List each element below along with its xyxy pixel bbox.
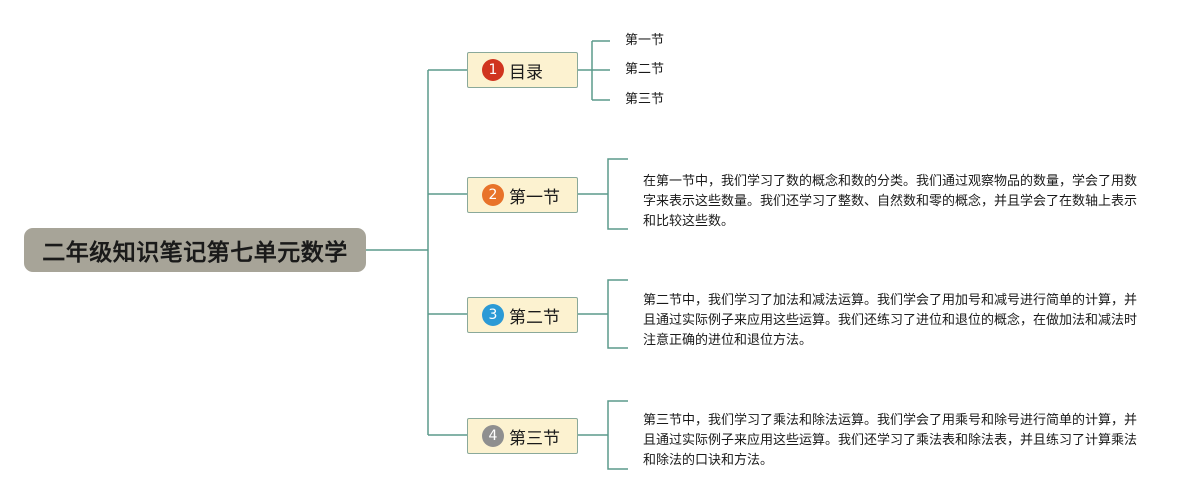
subtopic-section-1[interactable]: 第一节 (625, 33, 665, 48)
root-topic[interactable]: 二年级知识笔记第七单元数学 (24, 228, 366, 272)
topic-label: 目录 (509, 62, 543, 83)
topic-label: 第一节 (509, 187, 560, 208)
note-bracket-2 (607, 158, 628, 230)
subtopic-section-3[interactable]: 第三节 (625, 92, 665, 107)
root-title: 二年级知识笔记第七单元数学 (42, 240, 348, 266)
note-bracket-4 (607, 400, 628, 470)
note-bracket-3 (607, 279, 628, 349)
number-marker-icon: 4 (482, 425, 504, 447)
topic-toc[interactable]: 1 目录 (467, 52, 578, 88)
topic-section-2[interactable]: 3 第二节 (467, 297, 578, 333)
topic-section-3[interactable]: 4 第三节 (467, 418, 578, 454)
subtopic-section-2[interactable]: 第二节 (625, 62, 665, 77)
number-marker-icon: 2 (482, 184, 504, 206)
note-section-2: 第二节中，我们学习了加法和减法运算。我们学会了用加号和减号进行简单的计算，并且通… (643, 293, 1138, 348)
note-section-3: 第三节中，我们学习了乘法和除法运算。我们学会了用乘号和除号进行简单的计算，并且通… (643, 413, 1138, 468)
topic-label: 第三节 (509, 428, 560, 449)
number-marker-icon: 1 (482, 59, 504, 81)
topic-section-1[interactable]: 2 第一节 (467, 177, 578, 213)
note-section-1: 在第一节中，我们学习了数的概念和数的分类。我们通过观察物品的数量，学会了用数字来… (643, 174, 1138, 229)
topic-label: 第二节 (509, 307, 560, 328)
number-marker-icon: 3 (482, 304, 504, 326)
